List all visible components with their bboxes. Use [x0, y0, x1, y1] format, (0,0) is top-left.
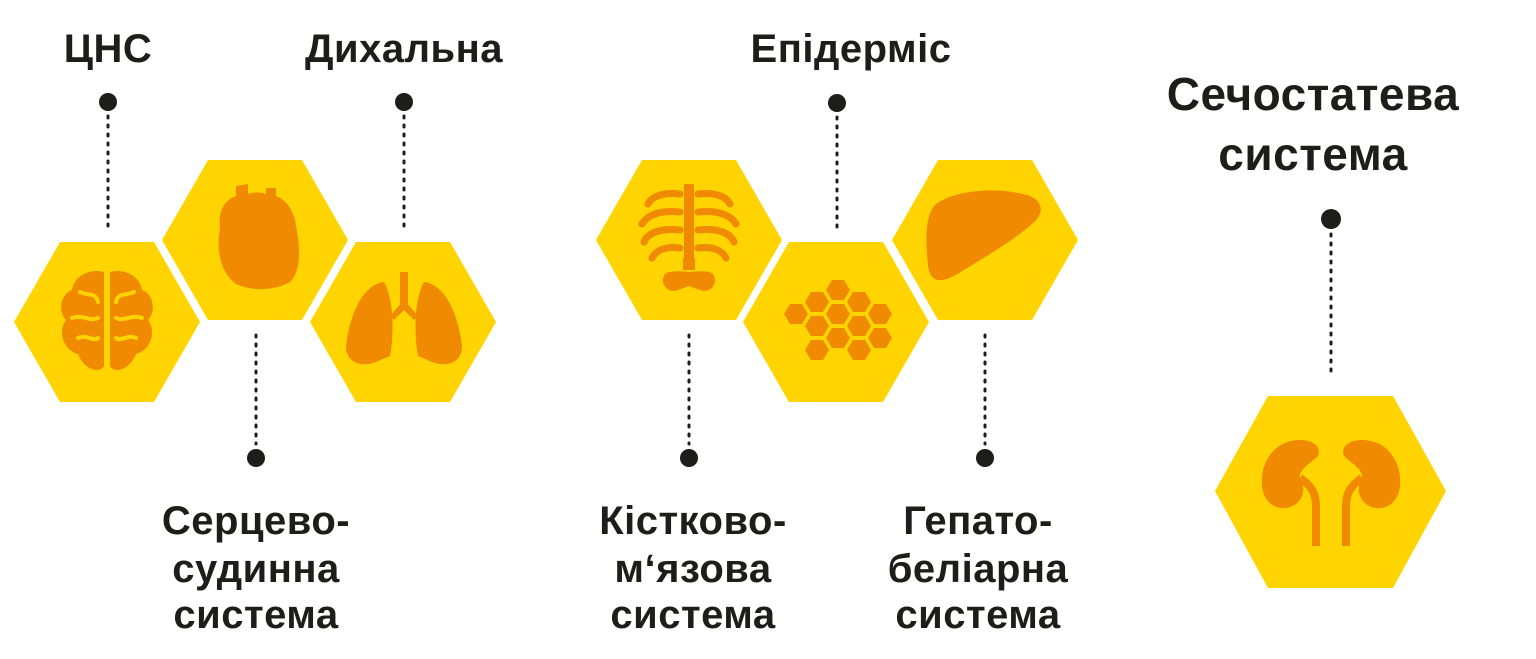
label-cardio-line3: система: [173, 593, 338, 637]
label-hepato-line1: Гепато-: [903, 499, 1053, 543]
hexagon-urogenital: [1215, 396, 1446, 588]
lungs-icon: [346, 272, 462, 365]
label-musculo-line2: м‘язова: [614, 547, 771, 591]
leader-dot-hepato: [976, 449, 994, 467]
label-cns: ЦНС: [64, 27, 153, 71]
label-musculo-line1: Кістково-: [599, 499, 787, 543]
hexagon-respiratory: [310, 242, 496, 402]
heart-icon: [218, 184, 300, 290]
leader-dot-respiratory: [395, 93, 413, 111]
label-urogenital-line1: Сечостатева: [1167, 68, 1459, 120]
label-hepato-line2: беліарна: [888, 547, 1069, 591]
label-cardio-line1: Серцево-: [162, 499, 350, 543]
leader-lines: [99, 93, 1341, 467]
label-epidermis: Епідерміс: [751, 27, 952, 71]
skeleton-icon: [638, 184, 740, 291]
kidneys-icon: [1261, 440, 1401, 546]
honeycomb-icon: [784, 280, 892, 360]
label-musculo-line3: система: [610, 593, 775, 637]
leader-dot-cns: [99, 93, 117, 111]
leader-dot-urogenital: [1321, 209, 1341, 229]
brain-icon: [61, 270, 153, 370]
label-urogenital-line2: система: [1218, 128, 1407, 180]
leader-dot-epidermis: [828, 94, 846, 112]
label-respiratory: Дихальна: [305, 27, 503, 71]
leader-dot-cardio: [247, 449, 265, 467]
leader-dot-musculo: [680, 449, 698, 467]
label-hepato-line3: система: [895, 593, 1060, 637]
hexagon-cns: [14, 242, 200, 402]
liver-icon: [926, 190, 1041, 281]
label-cardio-line2: судинна: [172, 547, 340, 591]
labels: ЦНС Дихальна Епідерміс Сечостатева систе…: [64, 27, 1459, 637]
